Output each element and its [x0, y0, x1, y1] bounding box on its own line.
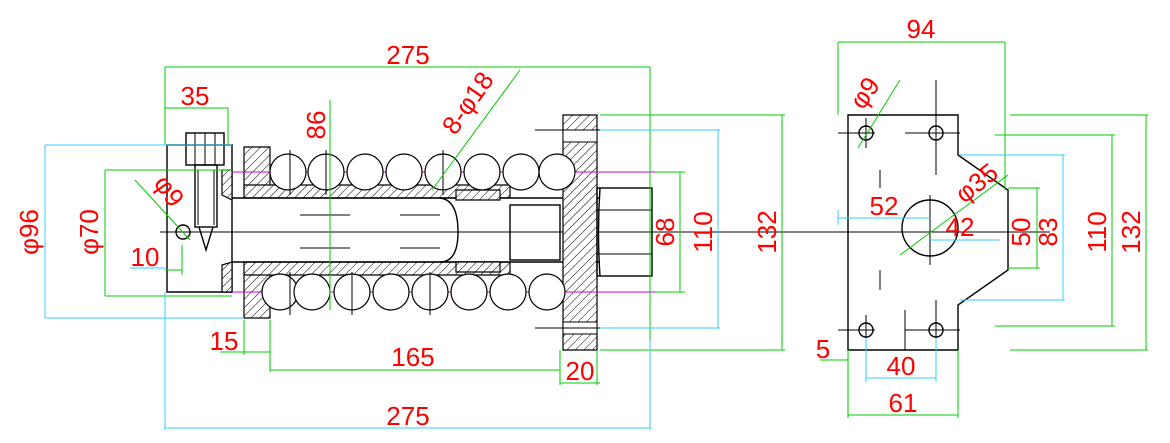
dim-52: 52	[870, 191, 899, 221]
dim-overall-length-top: 275	[386, 40, 429, 70]
dim-94: 94	[907, 14, 936, 44]
rubber-rings-top	[269, 153, 576, 191]
dim-phi96: φ96	[14, 209, 44, 255]
dim-overall-length-bottom: 275	[386, 401, 429, 431]
shaft-step	[439, 197, 459, 263]
hole-phi9-front	[175, 224, 191, 240]
dim-phi35: φ35	[949, 157, 1004, 209]
mount-flange	[562, 114, 598, 351]
dim-35: 35	[181, 81, 210, 111]
dim-40: 40	[887, 351, 916, 381]
front-view	[44, 66, 1050, 430]
dim-110-side: 110	[1082, 211, 1112, 252]
grease-nipple-tip	[198, 226, 214, 253]
side-plate-outline	[847, 114, 1009, 351]
dim-5: 5	[816, 334, 830, 364]
cap-hatch-bottom	[221, 261, 233, 293]
grease-nipple-body	[194, 164, 218, 228]
hex-nut	[596, 187, 653, 277]
dim-42: 42	[946, 212, 975, 242]
dim-20: 20	[566, 356, 595, 386]
dim-phi9-front: φ9	[148, 169, 191, 212]
dim-83: 83	[1033, 218, 1063, 247]
dim-132-side: 132	[1116, 210, 1146, 253]
rubber-rings-bottom	[261, 273, 566, 311]
dim-phi9-side: φ9	[843, 71, 886, 114]
cap-hatch-top	[221, 169, 233, 201]
shaft-neck	[509, 204, 561, 261]
dim-15: 15	[210, 326, 239, 356]
dim-110-front: 110	[688, 211, 718, 252]
dim-68: 68	[650, 218, 680, 247]
side-view	[820, 41, 1148, 418]
front-view-dimensions: 275 275 35 86 8-φ18 φ9 φ96 φ70 10 15 165…	[14, 40, 782, 431]
dim-61: 61	[889, 388, 918, 418]
dim-10: 10	[131, 242, 160, 272]
dim-165: 165	[391, 342, 434, 372]
dim-132-front: 132	[752, 210, 782, 253]
dim-holes-8x18: 8-φ18	[436, 66, 500, 140]
side-view-dimensions: 94 φ9 φ35 52 42 50 83 110 132 5 40 61	[816, 14, 1146, 418]
dim-50: 50	[1006, 218, 1036, 247]
dim-86: 86	[301, 111, 331, 140]
dim-phi70: φ70	[74, 209, 104, 255]
